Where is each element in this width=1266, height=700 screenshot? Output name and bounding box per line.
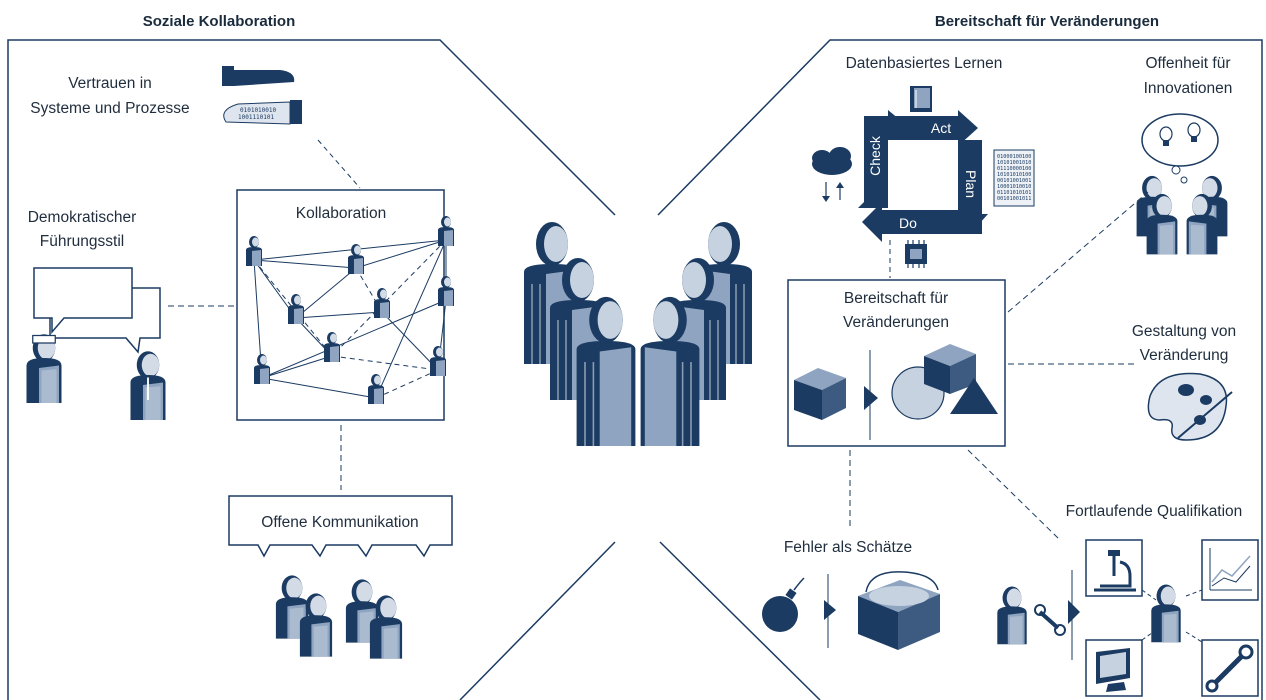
palette-icon	[1147, 372, 1233, 441]
qualification-label: Fortlaufende Qualifikation	[1066, 503, 1243, 520]
person-icon	[997, 586, 1027, 645]
svg-text:10101010100: 10101010100	[997, 172, 1031, 178]
pdca-check: Check	[867, 135, 883, 176]
trust-label-line2: Systeme und Prozesse	[30, 100, 189, 117]
pdca-plan: Plan	[963, 170, 979, 198]
trust-label-line1: Vertrauen in	[68, 75, 152, 92]
monitor-icon	[1085, 639, 1143, 697]
svg-text:01101010101: 01101010101	[997, 190, 1031, 196]
wrench-icon	[1201, 639, 1259, 697]
readiness-label-line1: Bereitschaft für	[844, 290, 948, 307]
svg-text:0101010010: 0101010010	[240, 107, 277, 114]
svg-text:10101001010: 10101001010	[997, 160, 1031, 166]
treasure-chest-icon	[858, 571, 940, 650]
leadership-label-line2: Führungsstil	[40, 233, 124, 250]
collab-box-label: Kollaboration	[296, 205, 386, 222]
lightbulb-icon	[1141, 113, 1219, 184]
cube-icon	[924, 344, 976, 394]
errors-label: Fehler als Schätze	[784, 539, 912, 556]
communication-bubble	[228, 495, 453, 558]
right-title: Bereitschaft für Veränderungen	[935, 13, 1159, 30]
shaping-label-line1: Gestaltung von	[1132, 323, 1236, 340]
svg-text:00101001001: 00101001001	[997, 178, 1031, 184]
collab-box	[236, 189, 445, 421]
arrow-icon	[1068, 600, 1080, 624]
cube-icon	[794, 368, 846, 420]
svg-text:01000100100: 01000100100	[997, 154, 1031, 160]
communication-label: Offene Kommunikation	[261, 514, 418, 531]
bomb-icon	[762, 577, 805, 632]
book-icon	[910, 86, 932, 112]
svg-text:1001110101: 1001110101	[238, 114, 275, 121]
wrench-icon	[1034, 604, 1066, 636]
chart-icon	[1201, 539, 1259, 601]
arrow-icon	[824, 600, 836, 620]
center-group-icon	[523, 221, 753, 447]
chip-icon	[905, 240, 927, 268]
handshake-icon: 0101010010 1001110101	[222, 66, 302, 125]
svg-text:01110000100: 01110000100	[997, 166, 1031, 172]
person-group-icon	[1136, 175, 1228, 255]
speech-bubble-icon	[33, 267, 161, 354]
pdca-act: Act	[931, 120, 951, 136]
person-icon	[1151, 584, 1181, 643]
pyramid-icon	[950, 378, 998, 414]
data-learning-label: Datenbasiertes Lernen	[846, 55, 1003, 72]
pdca-cycle: Act Plan Do Check	[858, 110, 988, 242]
microscope-icon	[1085, 539, 1143, 597]
person-group-icon	[275, 575, 403, 659]
svg-text:10001010010: 10001010010	[997, 184, 1031, 190]
cloud-icon	[812, 147, 852, 202]
svg-text:00101001011: 00101001011	[997, 196, 1031, 202]
openness-label-line2: Innovationen	[1144, 80, 1233, 97]
frame	[7, 39, 1263, 700]
left-title: Soziale Kollaboration	[143, 13, 296, 30]
person-icon	[130, 351, 166, 420]
pdca-do: Do	[899, 215, 917, 231]
openness-label-line1: Offenheit für	[1145, 55, 1230, 72]
readiness-label-line2: Veränderungen	[843, 314, 949, 331]
person-icon	[26, 334, 62, 403]
arrow-icon	[864, 386, 878, 410]
shaping-label-line2: Veränderung	[1140, 347, 1229, 364]
leadership-label-line1: Demokratischer	[28, 209, 137, 226]
